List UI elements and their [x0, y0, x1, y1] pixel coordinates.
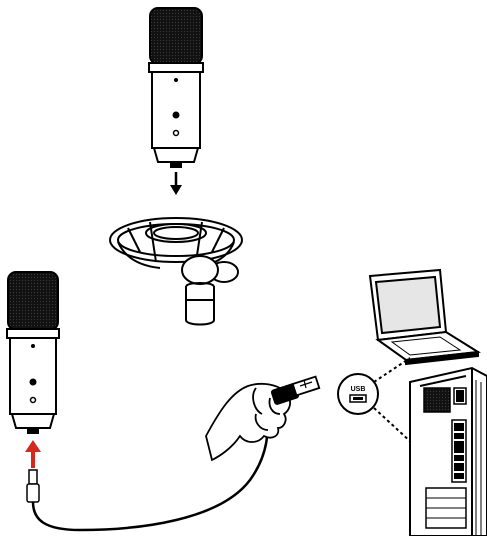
- arrow-up-icon: [25, 440, 41, 468]
- grille: [150, 8, 202, 64]
- callout-line-top: [374, 358, 410, 382]
- mini-usb-plug-icon: [27, 470, 39, 502]
- grille-ring: [149, 63, 203, 72]
- usb-port-label: USB: [351, 386, 366, 393]
- microphone-icon: [149, 8, 203, 168]
- grille-ring: [7, 329, 59, 338]
- mic-base: [12, 414, 54, 428]
- mic-port: [170, 162, 182, 168]
- mic-knob: [30, 379, 37, 386]
- usb-port-badge: [338, 374, 378, 414]
- fan-vent: [424, 388, 450, 412]
- mic-port: [27, 428, 39, 434]
- microphone-bottom: [7, 272, 59, 502]
- microphone-top: [149, 8, 203, 195]
- grille: [8, 272, 58, 330]
- mic-knob-2: [31, 398, 36, 403]
- mic-body: [152, 72, 200, 148]
- arrow-down-icon: [170, 172, 182, 195]
- mic-knob: [173, 112, 180, 119]
- mic-base: [154, 148, 198, 162]
- mic-led: [31, 344, 35, 348]
- usb-plug-icon: [270, 377, 319, 406]
- desktop-tower-icon: [410, 368, 487, 536]
- laptop-icon: [370, 270, 478, 364]
- microphone-icon: [7, 272, 59, 434]
- shock-mount-icon: [110, 218, 242, 325]
- mic-led: [174, 78, 178, 82]
- mic-knob-2: [174, 131, 179, 136]
